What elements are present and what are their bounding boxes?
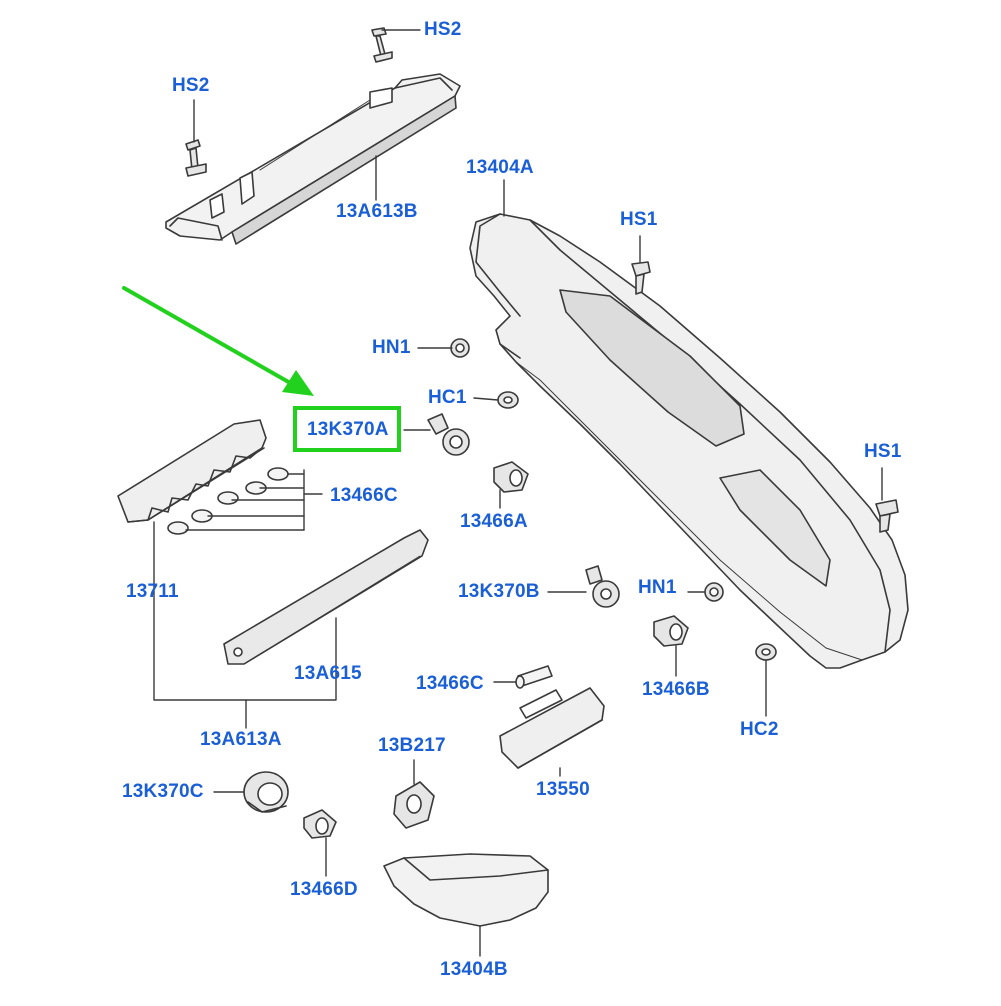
label-13k370c[interactable]: 13K370C bbox=[122, 781, 204, 802]
label-13711[interactable]: 13711 bbox=[126, 581, 179, 602]
label-hn1-right[interactable]: HN1 bbox=[638, 577, 677, 598]
screw-hs1-right bbox=[875, 499, 899, 533]
label-13a613a[interactable]: 13A613A bbox=[200, 729, 282, 750]
label-hs1-top[interactable]: HS1 bbox=[620, 209, 658, 230]
label-hc2[interactable]: HC2 bbox=[740, 719, 779, 740]
label-hn1-left[interactable]: HN1 bbox=[372, 337, 411, 358]
label-13k370b[interactable]: 13K370B bbox=[458, 581, 540, 602]
label-hs2-left[interactable]: HS2 bbox=[172, 75, 210, 96]
label-13466b[interactable]: 13466B bbox=[642, 679, 710, 700]
bulb-13466b bbox=[653, 615, 689, 647]
label-13a613b[interactable]: 13A613B bbox=[336, 201, 418, 222]
screw-hs1-top bbox=[631, 261, 651, 295]
label-hc1[interactable]: HC1 bbox=[428, 387, 467, 408]
highlight-arrow bbox=[122, 286, 314, 396]
label-13404a[interactable]: 13404A bbox=[466, 157, 534, 178]
label-13466c-mid[interactable]: 13466C bbox=[416, 673, 484, 694]
socket-13b217 bbox=[393, 781, 435, 829]
label-13404b[interactable]: 13404B bbox=[440, 959, 508, 980]
label-13466c-top[interactable]: 13466C bbox=[330, 485, 398, 506]
screw-hs2-left bbox=[185, 139, 207, 177]
highlight-box bbox=[293, 406, 401, 452]
bulb-holder-13k370a bbox=[427, 413, 470, 456]
label-13466d[interactable]: 13466D bbox=[290, 879, 358, 900]
bracket-13a613b bbox=[165, 73, 461, 245]
label-13k370a[interactable]: 13K370A bbox=[307, 419, 389, 440]
label-13a615[interactable]: 13A615 bbox=[294, 663, 362, 684]
carrier-13711 bbox=[117, 419, 267, 523]
label-13b217[interactable]: 13B217 bbox=[378, 735, 446, 756]
lamp-13550 bbox=[499, 687, 605, 769]
bulb-holder-13k370b bbox=[585, 565, 620, 608]
label-hs1-right[interactable]: HS1 bbox=[864, 441, 902, 462]
bulb-holder-13k370c bbox=[243, 771, 289, 813]
lamp-13404b bbox=[383, 853, 549, 927]
bulb-13466a bbox=[493, 461, 529, 493]
label-13550[interactable]: 13550 bbox=[536, 779, 590, 800]
screw-hs2-top bbox=[371, 27, 393, 63]
housing-13404a bbox=[469, 213, 909, 669]
label-13466a[interactable]: 13466A bbox=[460, 511, 528, 532]
leader-lines bbox=[153, 29, 883, 957]
bulb-13466d bbox=[303, 809, 337, 839]
lens-13a615 bbox=[223, 529, 429, 665]
bulb-13466c-mid bbox=[515, 665, 553, 689]
label-hs2-top[interactable]: HS2 bbox=[424, 19, 462, 40]
